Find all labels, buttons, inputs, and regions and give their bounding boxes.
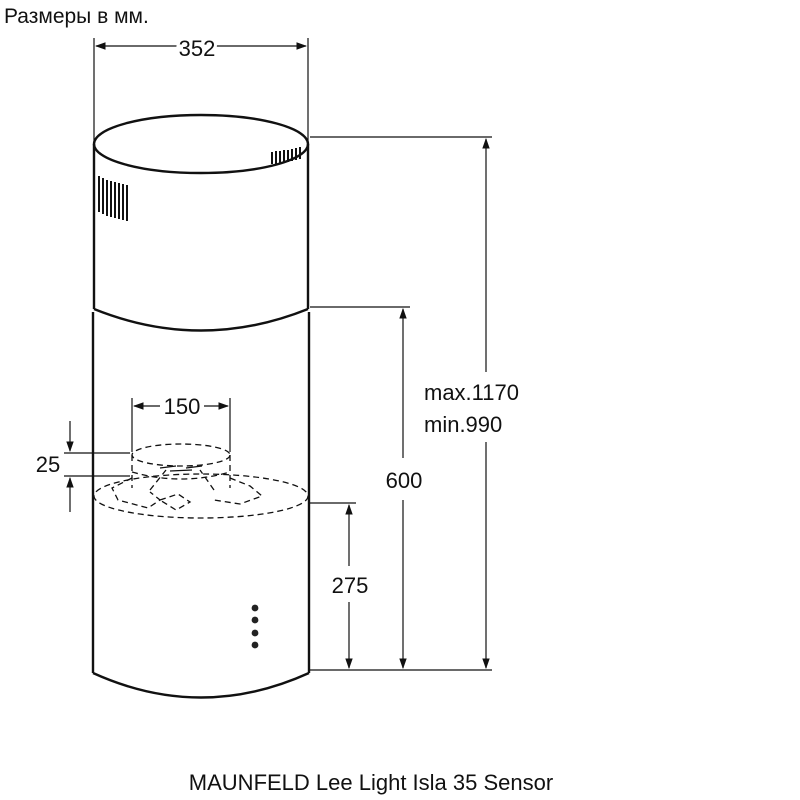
dimension-lines [64, 38, 492, 671]
units-note: Размеры в мм. [4, 5, 149, 28]
vent-slots-left [98, 176, 128, 221]
hidden-base-ellipse [93, 473, 309, 519]
chimney-bottom-seam [93, 307, 309, 332]
model-caption: MAUNFELD Lee Light Isla 35 Sensor [189, 770, 553, 795]
label-25: 25 [36, 452, 60, 477]
internal-housing [93, 443, 309, 519]
label-600: 600 [386, 468, 423, 493]
hood-outline [91, 113, 311, 699]
mounting-bracket-left [111, 477, 162, 509]
control-dot [251, 604, 259, 612]
label-150: 150 [164, 394, 201, 419]
control-dot [251, 616, 259, 624]
control-dot [251, 629, 259, 637]
outlet-collar-inner [159, 465, 203, 472]
outlet-collar-top [131, 443, 231, 467]
label-min-height: min.990 [424, 412, 502, 437]
mounting-bracket-mid [158, 493, 192, 511]
mounting-bracket-right [213, 477, 264, 505]
body-bottom-edge [92, 671, 310, 699]
sensor-control-dots [251, 604, 259, 649]
control-dot [251, 641, 259, 649]
vent-slots-right [271, 147, 301, 164]
chimney-top-rim [92, 113, 310, 175]
label-max-height: max.1170 [424, 380, 519, 405]
label-352: 352 [179, 36, 216, 61]
label-275: 275 [332, 573, 369, 598]
